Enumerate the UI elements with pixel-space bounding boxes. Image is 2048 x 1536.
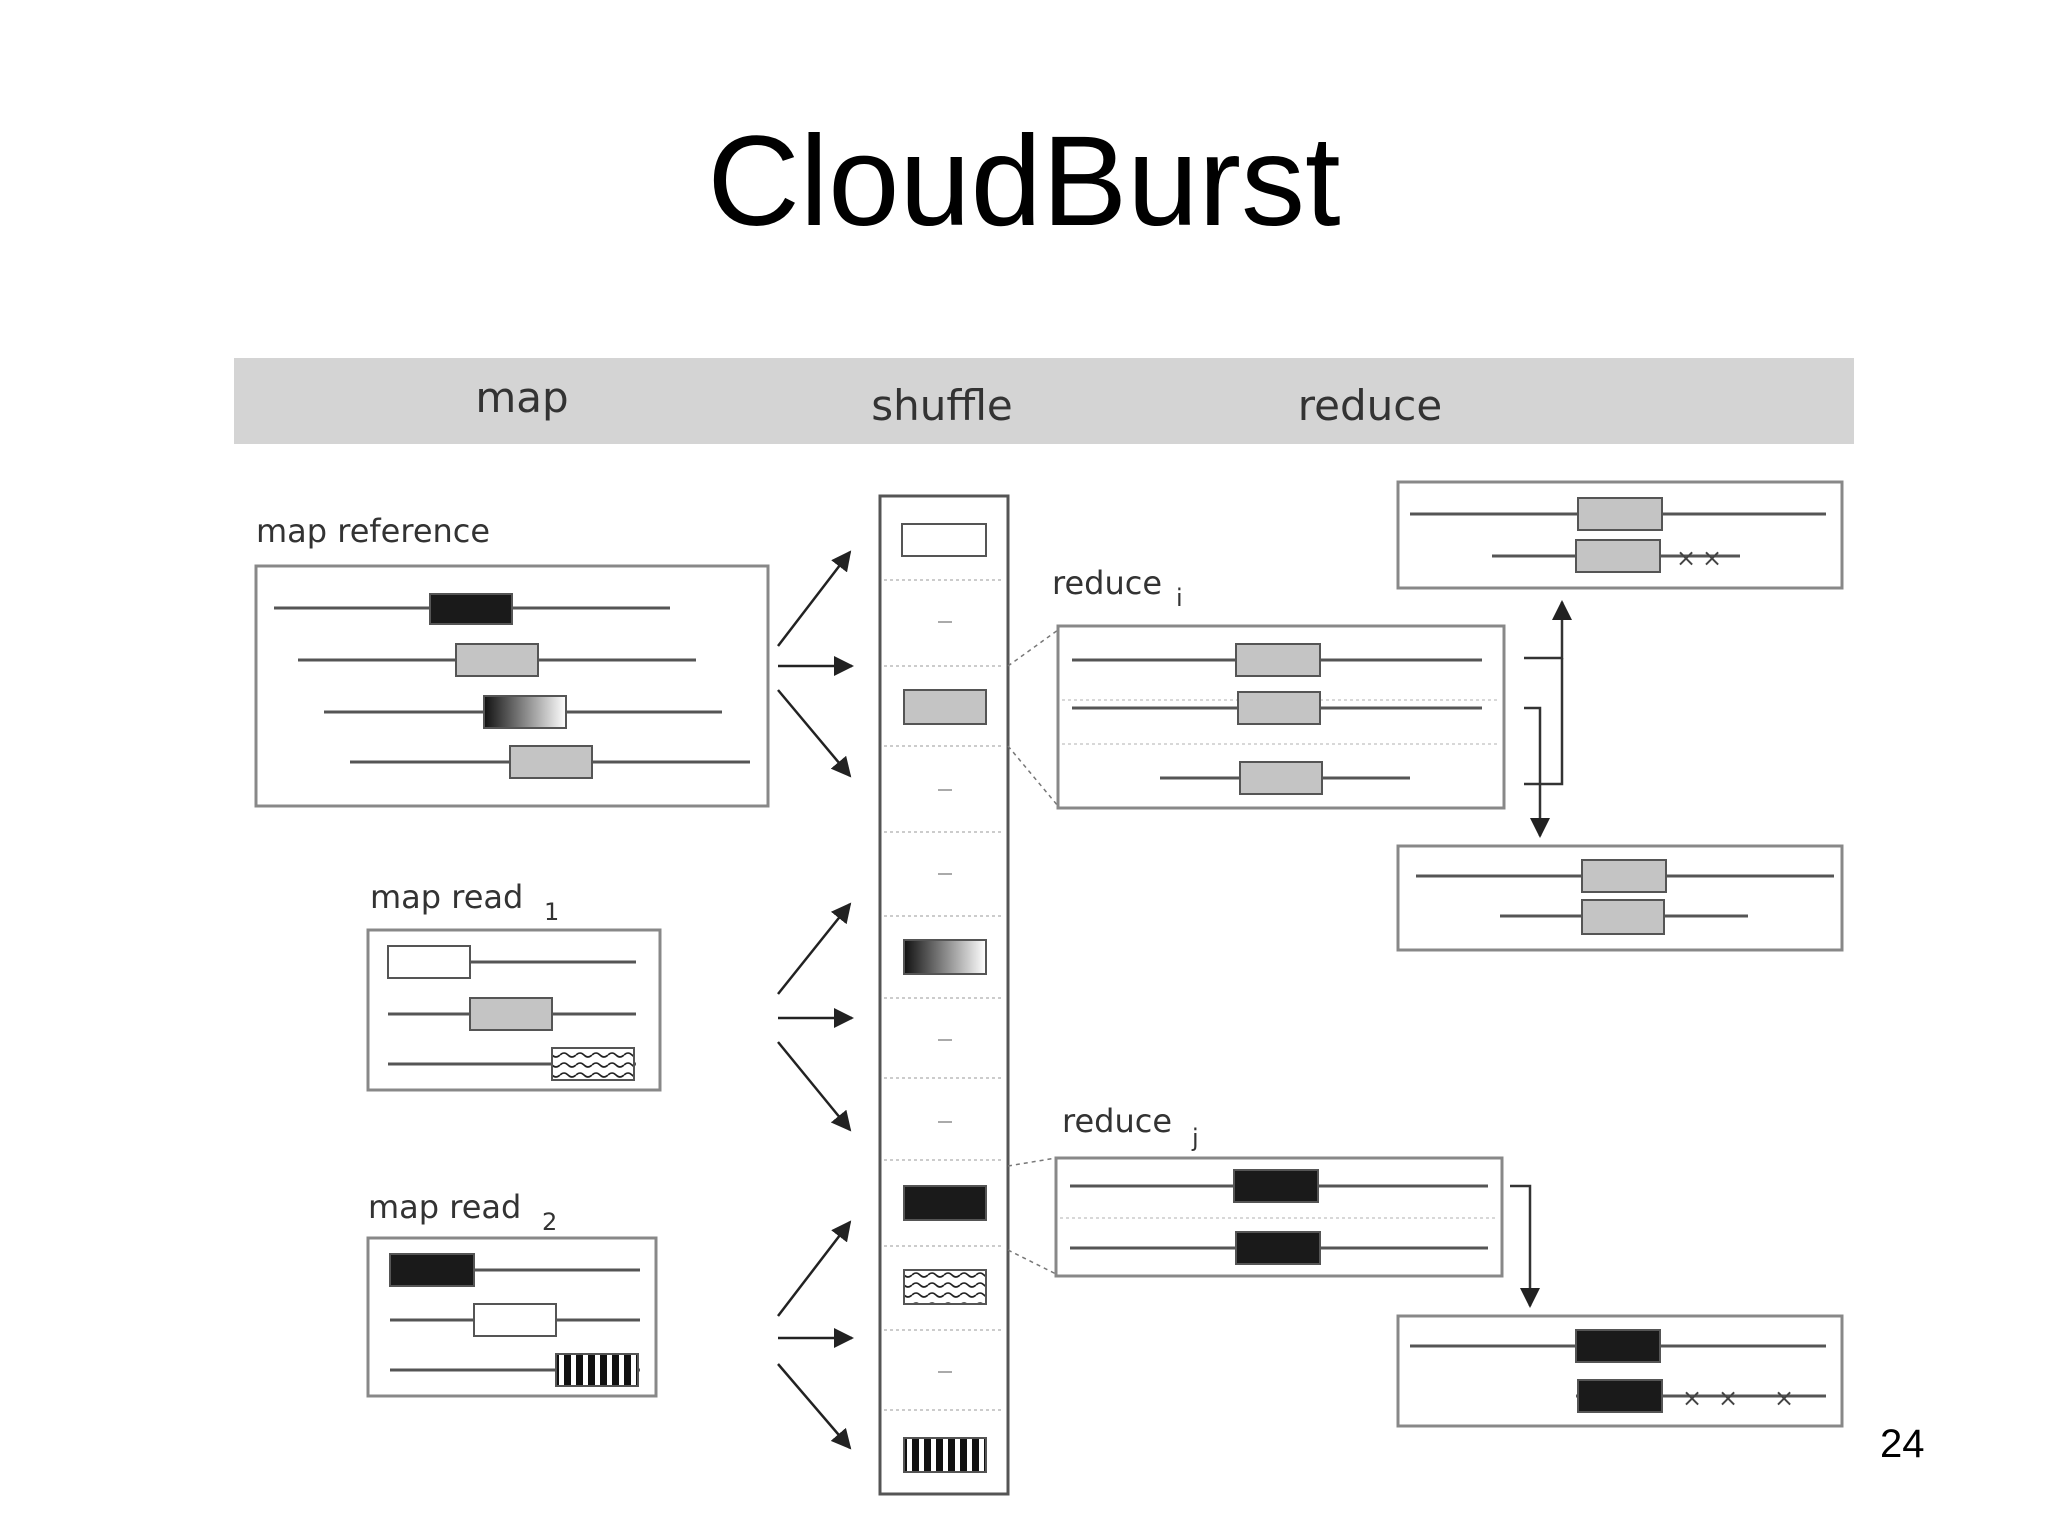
header-reduce: reduce [1298,381,1442,430]
svg-text:×: × [1702,544,1722,572]
svg-text:×: × [1676,544,1696,572]
reduce-j-subscript: j [1191,1124,1199,1152]
header-map: map [475,373,568,422]
map-read-2-label: map read [368,1188,521,1226]
reduce-j-output: × × × [1396,1314,1844,1428]
reduce-j-label: reduce [1062,1102,1172,1140]
svg-text:×: × [1682,1384,1702,1412]
header-shuffle: shuffle [871,381,1013,430]
reduce-i-label: reduce [1052,564,1162,602]
reduce-j-routing [1510,1184,1540,1308]
map-to-shuffle-arrows [777,550,854,1450]
slide-title: CloudBurst [707,110,1341,253]
reduce-j-box [1007,1156,1504,1278]
map-read-1-box [366,928,662,1092]
reduce-i-output-bottom [1396,844,1844,952]
svg-text:×: × [1718,1384,1738,1412]
header-band [234,358,1854,444]
reduce-i-subscript: i [1176,584,1183,612]
map-reference-box [254,564,770,808]
reduce-i-box [1007,624,1506,810]
map-read-2-subscript: 2 [542,1208,557,1236]
map-read-2-box [366,1236,658,1398]
shuffle-column [878,494,1010,1496]
map-read-1-subscript: 1 [544,898,559,926]
page-number: 24 [1880,1422,1925,1466]
map-read-1-label: map read [370,878,523,916]
svg-text:×: × [1774,1384,1794,1412]
reduce-i-output-top: × × [1396,480,1844,590]
reduce-i-routing [1524,600,1572,838]
map-reference-label: map reference [256,512,490,550]
